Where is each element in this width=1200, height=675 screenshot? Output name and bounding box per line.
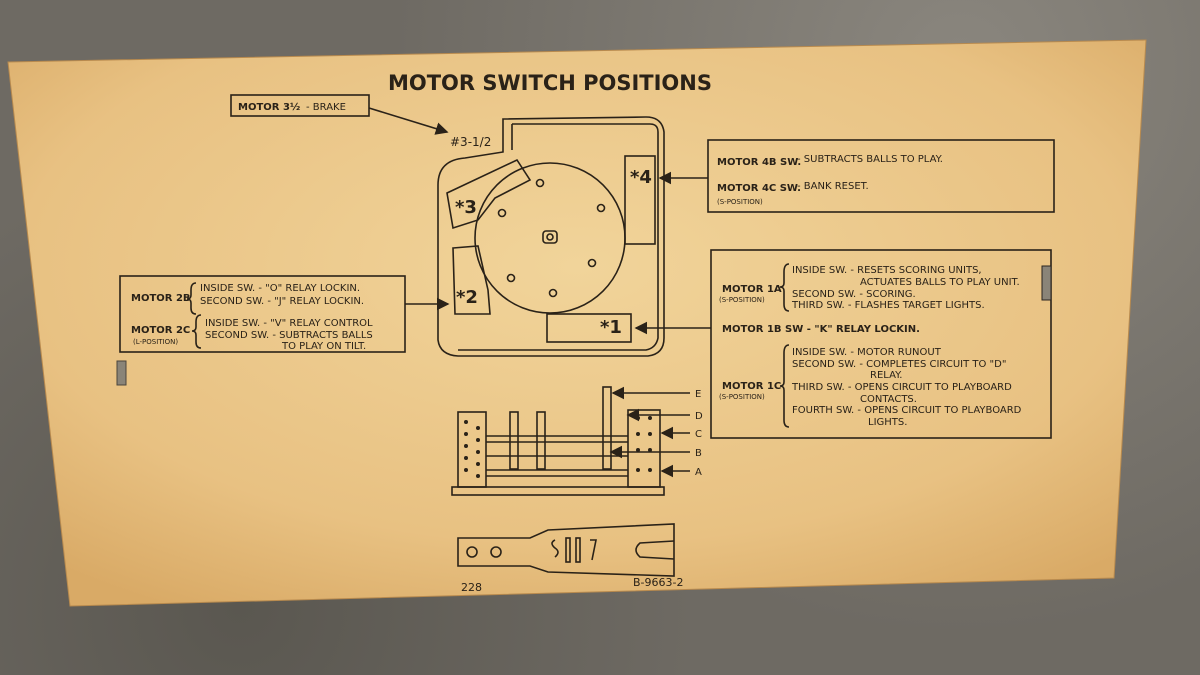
motor-4c-desc: - BANK RESET. <box>797 181 869 192</box>
motor-2c-line-2: SECOND SW. - SUBTRACTS BALLS <box>205 330 373 341</box>
card-paper <box>7 39 1147 607</box>
position-2-label: *2 <box>456 287 478 308</box>
motor-4b-desc: - SUBTRACTS BALLS TO PLAY. <box>797 154 943 165</box>
motor-1a-line-4: THIRD SW. - FLASHES TARGET LIGHTS. <box>791 300 985 311</box>
motor-2c-position: (L-POSITION) <box>133 338 178 346</box>
switch-block-1 <box>546 313 632 343</box>
stack-letter-c: C <box>695 429 702 440</box>
stack-letter-b: B <box>695 448 702 459</box>
motor-4c-position: (S-POSITION) <box>717 198 763 206</box>
motor-1b-label: MOTOR 1B SW - "K" RELAY LOCKIN. <box>722 324 920 335</box>
motor-2b-label: MOTOR 2B <box>131 293 191 304</box>
motor-2c-line-1: INSIDE SW. - "V" RELAY CONTROL <box>205 318 373 329</box>
motor-2c-line-3: TO PLAY ON TILT. <box>281 341 366 352</box>
motor-1c-position: (S-POSITION) <box>719 393 765 401</box>
position-3-label: *3 <box>455 197 477 218</box>
position-4-label: *4 <box>630 167 652 188</box>
motor-1a-line-3: SECOND SW. - SCORING. <box>792 289 916 300</box>
switch-stack-side-view: E D C B A <box>451 386 703 496</box>
motor-4c-label: MOTOR 4C SW. <box>717 183 801 194</box>
motor-2b-line-1: INSIDE SW. - "O" RELAY LOCKIN. <box>200 283 360 294</box>
motor-2-callout: MOTOR 2B INSIDE SW. - "O" RELAY LOCKIN. … <box>119 275 450 353</box>
brake-desc: - BRAKE <box>306 102 346 113</box>
switch-block-2 <box>452 245 491 315</box>
switch-block-4 <box>624 155 656 245</box>
motor-2c-label: MOTOR 2C <box>131 325 190 336</box>
brake-motor: MOTOR 3½ <box>238 102 300 113</box>
motor-1c-line-6: FOURTH SW. - OPENS CIRCUIT TO PLAYBOARD <box>792 405 1022 416</box>
switch-assembly: *3 *4 *2 *1 <box>437 116 665 357</box>
motor-1c-line-3: RELAY. <box>870 370 902 381</box>
motor-1c-line-7: LIGHTS. <box>868 417 907 428</box>
metal-clip-right <box>1041 265 1052 301</box>
stack-letter-d: D <box>695 411 703 422</box>
position-1-label: *1 <box>600 317 622 338</box>
footer-part-number: B-9663-2 <box>633 576 683 589</box>
motor-4b-label: MOTOR 4B SW. <box>717 157 801 168</box>
motor-1c-line-1: INSIDE SW. - MOTOR RUNOUT <box>792 347 942 358</box>
motor-1c-label: MOTOR 1C <box>722 381 781 392</box>
footer-number: 228 <box>461 581 482 594</box>
switch-block-3 <box>446 158 532 230</box>
motor-1a-line-1: INSIDE SW. - RESETS SCORING UNITS, <box>792 265 982 276</box>
motor-2b-line-2: SECOND SW. - "J" RELAY LOCKIN. <box>200 296 364 307</box>
motor-1c-line-2: SECOND SW. - COMPLETES CIRCUIT TO "D" <box>792 359 1006 370</box>
motor-1a-label: MOTOR 1A <box>722 284 782 295</box>
wiper-blade <box>457 523 675 577</box>
motor-1c-line-4: THIRD SW. - OPENS CIRCUIT TO PLAYBOARD <box>791 382 1012 393</box>
metal-clip-left <box>116 360 127 386</box>
position-3-half-label: #3-1/2 <box>450 135 491 149</box>
motor-1-callout: MOTOR 1A (S-POSITION) INSIDE SW. - RESET… <box>634 249 1052 439</box>
brake-callout: MOTOR 3½ - BRAKE <box>230 94 449 135</box>
motor-1a-position: (S-POSITION) <box>719 296 765 304</box>
motor-1c-line-5: CONTACTS. <box>860 394 917 405</box>
motor-4-callout: MOTOR 4B SW. - SUBTRACTS BALLS TO PLAY. … <box>658 139 1055 213</box>
stack-letter-a: A <box>695 467 702 478</box>
page-title: MOTOR SWITCH POSITIONS <box>388 71 712 95</box>
stack-letter-e: E <box>695 389 701 400</box>
motor-1a-line-2: ACTUATES BALLS TO PLAY UNIT. <box>860 277 1020 288</box>
